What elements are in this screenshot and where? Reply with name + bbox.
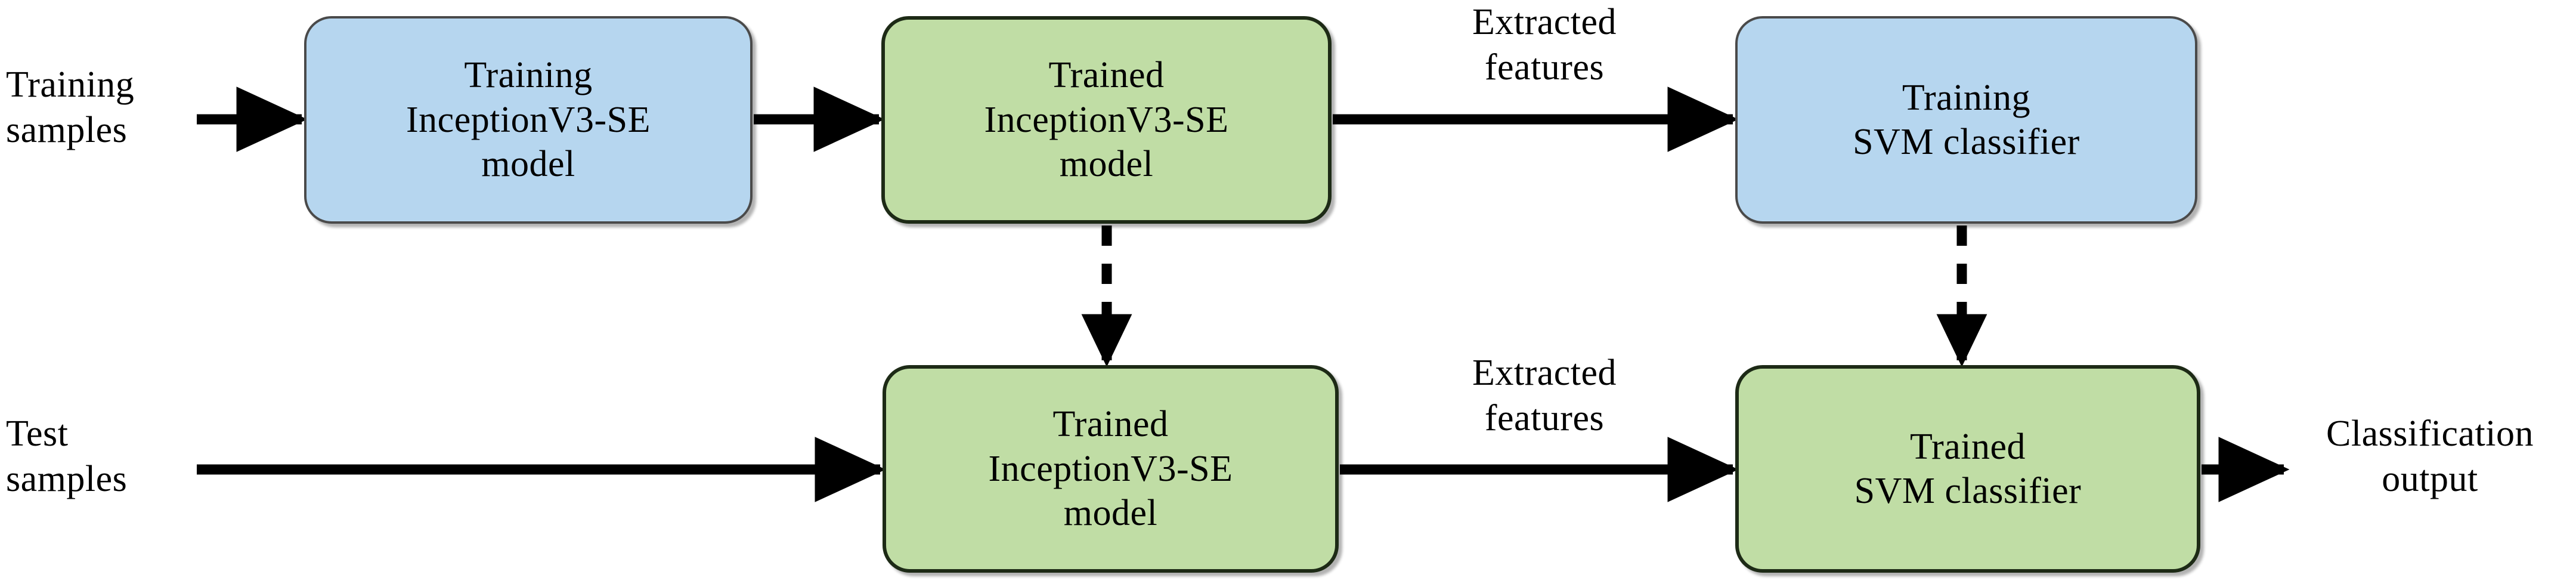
node-label: Trained SVM classifier bbox=[1854, 426, 2082, 511]
node-trained-svm-classifier[interactable]: Trained SVM classifier bbox=[1735, 365, 2200, 573]
label-test-samples: Test samples bbox=[6, 413, 128, 499]
node-label: Training SVM classifier bbox=[1853, 77, 2080, 162]
node-trained-inceptionv3-se-model-top[interactable]: Trained InceptionV3-SE model bbox=[881, 16, 1332, 224]
node-label: Trained InceptionV3-SE model bbox=[984, 55, 1229, 185]
label-training-samples: Training samples bbox=[6, 64, 135, 150]
label-extracted-features-bottom: Extracted features bbox=[1472, 353, 1617, 438]
label-classification-output: Classification output bbox=[2326, 413, 2534, 499]
label-extracted-features-top: Extracted features bbox=[1472, 2, 1617, 88]
node-trained-inceptionv3-se-model-bottom[interactable]: Trained InceptionV3-SE model bbox=[883, 365, 1339, 573]
node-training-inceptionv3-se-model[interactable]: Training InceptionV3-SE model bbox=[304, 16, 753, 224]
node-label: Training InceptionV3-SE model bbox=[406, 55, 651, 185]
node-label: Trained InceptionV3-SE model bbox=[988, 404, 1233, 534]
node-training-svm-classifier[interactable]: Training SVM classifier bbox=[1735, 16, 2197, 224]
